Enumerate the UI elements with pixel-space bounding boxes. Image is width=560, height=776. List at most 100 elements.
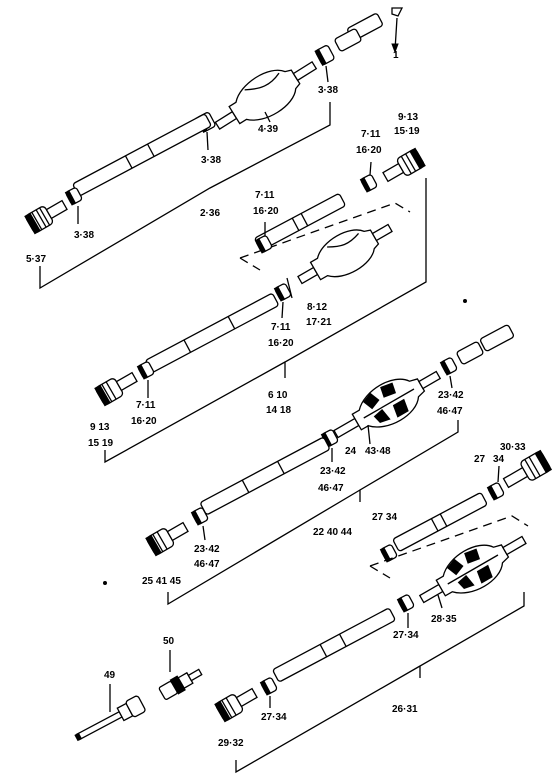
label-a4: 3·38 xyxy=(201,155,221,166)
clamp-b2 xyxy=(254,235,273,254)
label-c3: 24 xyxy=(345,446,357,457)
mark-dot-1 xyxy=(463,299,467,303)
label-d5: 28·35 xyxy=(431,614,457,625)
clamp-a1 xyxy=(314,45,335,67)
leader-c4 xyxy=(367,424,371,445)
fitting-clip-1 xyxy=(391,7,404,54)
bracket-c1 xyxy=(359,420,459,502)
label-d9: 29·32 xyxy=(218,738,244,749)
bracket-c2 xyxy=(167,489,361,606)
label-b5: 7·11 xyxy=(255,190,275,201)
label-a5: 2·36 xyxy=(200,208,220,219)
fitting-50 xyxy=(158,668,203,700)
clamp-d3 xyxy=(396,594,415,613)
connector-b2 xyxy=(94,371,138,407)
label-b10: 16·20 xyxy=(268,338,294,349)
connector-d2 xyxy=(214,687,258,723)
hose-a2 xyxy=(334,28,362,52)
connector-c xyxy=(145,521,189,557)
label-b14: 16·20 xyxy=(131,416,157,427)
label-d8: 27·34 xyxy=(261,712,287,723)
label-e2: 49 xyxy=(104,670,116,681)
label-c10: 25 41 45 xyxy=(142,576,181,587)
leader-a3 xyxy=(264,111,271,123)
label-b6: 16·20 xyxy=(253,206,279,217)
hose-d1 xyxy=(392,492,488,552)
label-b1: 9·13 xyxy=(398,112,418,123)
connector-b1 xyxy=(382,147,426,183)
primer-bulb-a xyxy=(214,60,318,130)
label-d3: 34 xyxy=(493,454,505,465)
label-c4: 43·48 xyxy=(365,446,391,457)
label-a2: 3·38 xyxy=(318,85,338,96)
label-a7: 5·37 xyxy=(26,254,46,265)
label-b15: 9 13 xyxy=(90,422,110,433)
primer-bulb-b xyxy=(297,223,393,285)
leader-a2 xyxy=(325,65,329,83)
label-c2: 46·47 xyxy=(437,406,463,417)
primer-bulb-d xyxy=(418,535,527,604)
mark-dot-2 xyxy=(103,581,107,585)
assembly-1 xyxy=(24,7,404,290)
label-a6: 3·38 xyxy=(74,230,94,241)
label-c5: 23·42 xyxy=(320,466,346,477)
assembly-5 xyxy=(74,650,203,742)
hose-b2 xyxy=(145,293,279,373)
label-d2: 27 xyxy=(474,454,486,465)
label-b9: 7·11 xyxy=(271,322,291,333)
label-c1: 23·42 xyxy=(438,390,464,401)
label-b12: 14 18 xyxy=(266,405,291,416)
label-b11: 6 10 xyxy=(268,390,288,401)
dash-d2 xyxy=(369,515,529,567)
clamp-b3 xyxy=(273,283,292,302)
hose-d2 xyxy=(272,608,396,682)
hose-a3 xyxy=(72,114,212,196)
label-b7: 8·12 xyxy=(307,302,327,313)
label-b13: 7·11 xyxy=(136,400,156,411)
hose-c2 xyxy=(456,341,484,365)
assembly-2 xyxy=(94,147,427,464)
leader-d2 xyxy=(497,465,500,483)
bracket-d1 xyxy=(419,592,525,678)
bracket-b2 xyxy=(104,361,286,464)
leader-b9 xyxy=(281,301,284,319)
leader-b7 xyxy=(286,277,293,299)
label-d1: 30·33 xyxy=(500,442,526,453)
label-c6: 46·47 xyxy=(318,483,344,494)
clamp-b1 xyxy=(359,174,378,193)
connector-d1 xyxy=(502,449,553,489)
label-d6: 27·34 xyxy=(393,630,419,641)
clamp-c3 xyxy=(190,507,209,526)
leader-c8 xyxy=(202,525,206,541)
leader-b3 xyxy=(369,161,372,176)
connector-a xyxy=(24,199,68,235)
bracket-a xyxy=(39,102,331,290)
label-a3: 4·39 xyxy=(258,124,278,135)
dash-b1 xyxy=(239,257,261,271)
label-b8: 17·21 xyxy=(306,317,332,328)
label-b16: 15 19 xyxy=(88,438,113,449)
leader-a4 xyxy=(206,131,209,151)
clamp-d2 xyxy=(379,544,398,563)
primer-bulb-c xyxy=(333,370,442,439)
dash-d1 xyxy=(369,565,391,579)
label-e1: 50 xyxy=(163,636,175,647)
hose-c3 xyxy=(200,437,330,515)
label-d7: 26·31 xyxy=(392,704,418,715)
clamp-b4 xyxy=(136,361,155,380)
clamp-d4 xyxy=(259,677,278,696)
hose-c1 xyxy=(479,324,515,352)
clamp-d1 xyxy=(486,482,505,501)
tool-49 xyxy=(74,695,146,742)
clamp-a3 xyxy=(64,187,83,206)
clamp-c1 xyxy=(439,357,458,376)
leader-d5 xyxy=(437,594,443,609)
label-c8: 23·42 xyxy=(194,544,220,555)
label-b2: 15·19 xyxy=(394,126,420,137)
label-c9: 46·47 xyxy=(194,559,220,570)
label-c7: 22 40 44 xyxy=(313,527,352,538)
label-d4: 27 34 xyxy=(372,512,397,523)
bracket-b1 xyxy=(284,178,427,378)
leader-c1 xyxy=(449,375,453,389)
